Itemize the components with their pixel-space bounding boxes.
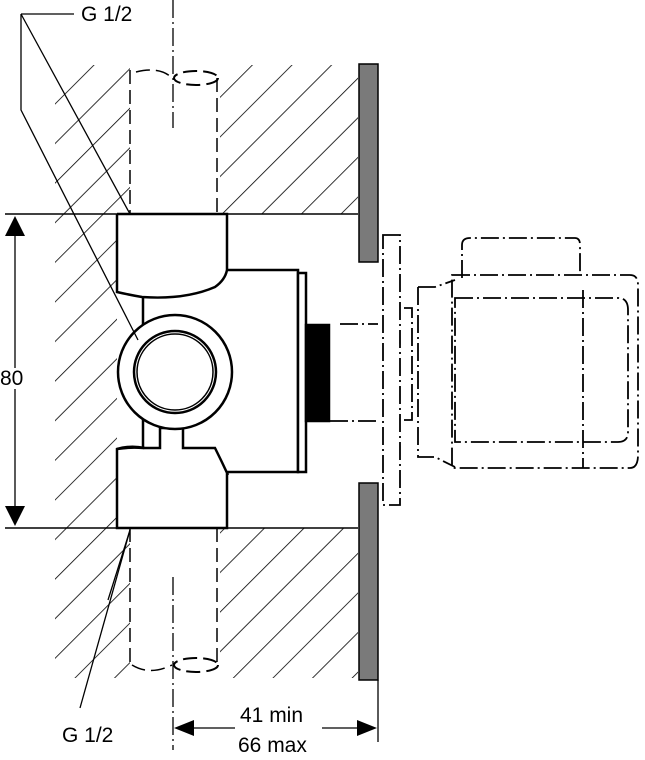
wall-hatching [55,65,358,678]
pipe-bottom [129,528,219,673]
depth-max-label: 66 max [238,734,307,757]
thread-label-bottom: G 1/2 [62,724,114,747]
valve-body [115,212,331,530]
leader-lines [20,13,139,709]
wall-plate-top [358,63,379,263]
thread-label-top: G 1/2 [81,3,133,26]
pipe-top [129,69,219,214]
depth-dimension [174,680,379,742]
handle-outline [330,234,639,506]
height-dimension-label: 80 [0,367,24,390]
depth-min-label: 41 min [240,704,304,727]
wall-plate-bottom [358,482,379,681]
